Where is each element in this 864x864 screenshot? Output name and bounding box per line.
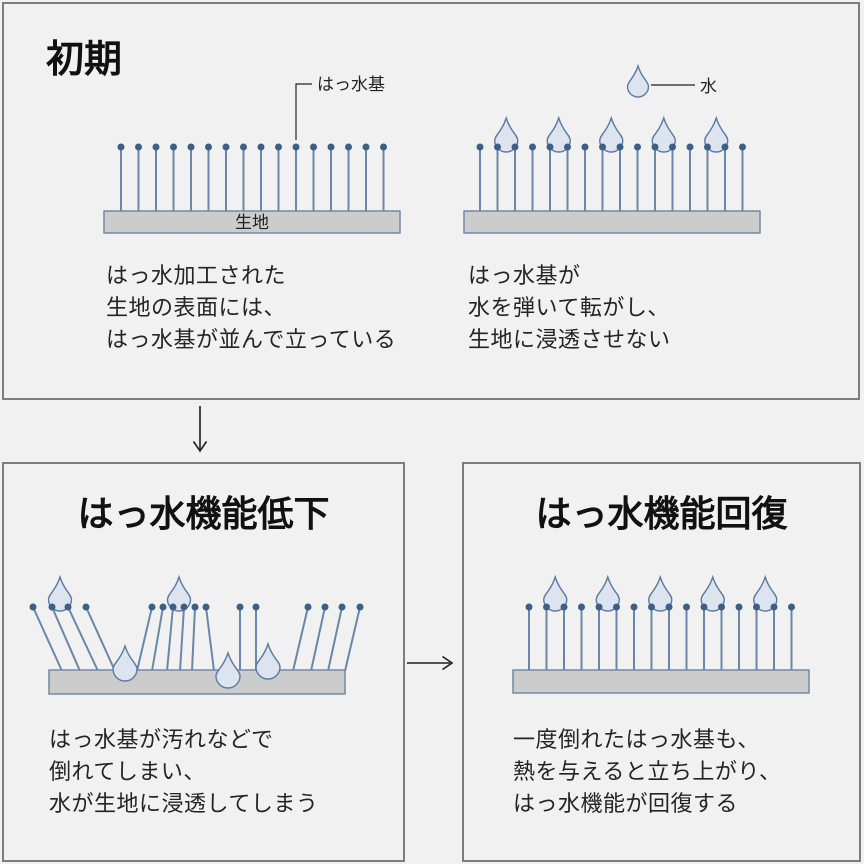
arrow-down-head-icon xyxy=(192,441,208,453)
caption-initial-right: はっ水基が 水を弾いて転がし、 生地に浸透させない xyxy=(468,263,671,352)
panel-decline-title: はっ水機能低下 xyxy=(77,493,330,534)
panel-initial-title: 初期 xyxy=(46,39,123,81)
caption-decline: はっ水基が汚れなどで 倒れてしまい、 水が生地に浸透してしまう xyxy=(49,727,319,816)
panel-recovery: はっ水機能回復 一度倒れたはっ水基も、 熱を与えると立ち上がり、 はっ水機能が回… xyxy=(462,462,861,862)
panel-initial: 初期 はっ水加工された 生地の表面には、 はっ水基が並んで立っている はっ水基が… xyxy=(2,2,860,400)
caption-recovery: 一度倒れたはっ水基も、 熱を与えると立ち上がり、 はっ水機能が回復する xyxy=(513,727,782,816)
panel-decline: はっ水機能低下 はっ水基が汚れなどで 倒れてしまい、 水が生地に浸透してしまう xyxy=(2,462,405,862)
arrow-right-head-icon xyxy=(442,655,454,671)
panel-recovery-title: はっ水機能回復 xyxy=(535,493,788,534)
caption-initial-left: はっ水加工された 生地の表面には、 はっ水基が並んで立っている xyxy=(106,263,397,352)
